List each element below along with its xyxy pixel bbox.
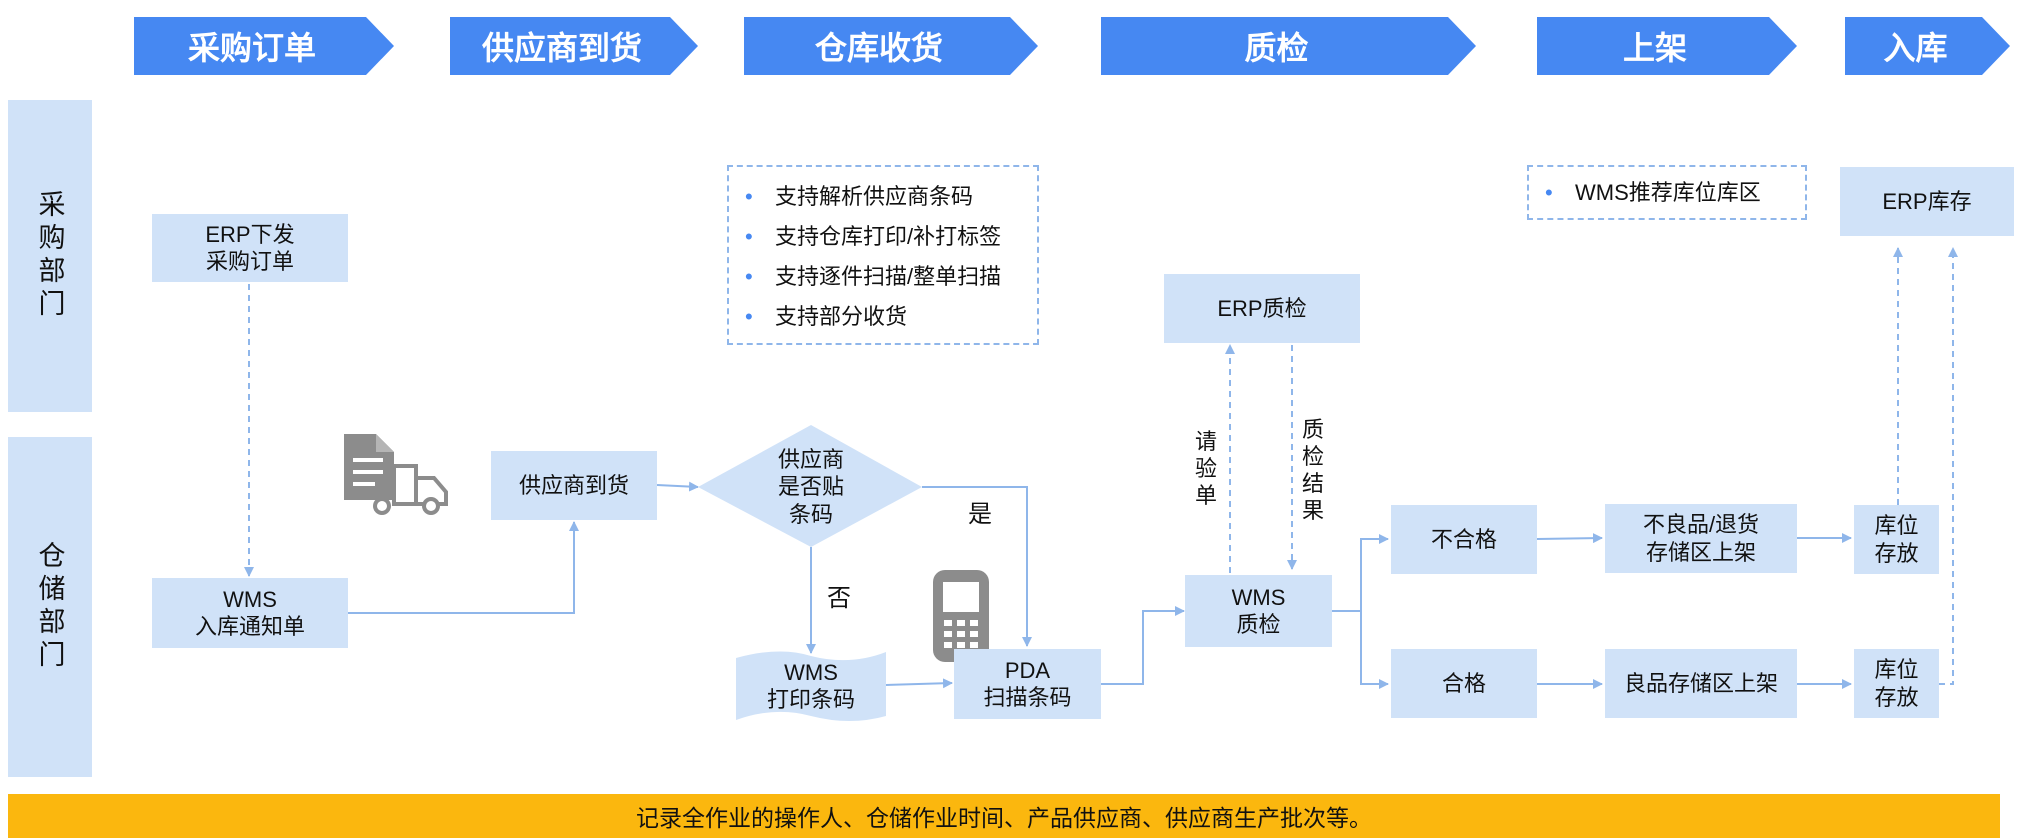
erp-stock-box: ERP库存 <box>1840 167 2014 236</box>
pda-scan-box: PDA 扫描条码 <box>954 649 1101 719</box>
receiving-notes: 支持解析供应商条码 支持仓库打印/补打标签 支持逐件扫描/整单扫描 支持部分收货 <box>727 165 1039 345</box>
shelving-notes: WMS推荐库位库区 <box>1527 165 1807 220</box>
document-truck-icon <box>344 434 448 515</box>
location-store-box-2: 库位 存放 <box>1854 649 1939 718</box>
receiving-note-item: 支持解析供应商条码 <box>729 177 1037 217</box>
mobile-phone-icon <box>933 570 989 662</box>
shelving-note-item: WMS推荐库位库区 <box>1529 173 1805 213</box>
wms-print-box: WMS 打印条码 <box>766 659 855 713</box>
footer-banner: 记录全作业的操作人、仓储作业时间、产品供应商、供应商生产批次等。 <box>8 794 2000 838</box>
erp-qc-box: ERP质检 <box>1164 274 1360 343</box>
yes-label: 是 <box>968 501 992 528</box>
qualified-box: 合格 <box>1391 649 1537 718</box>
receiving-note-item: 支持部分收货 <box>729 297 1037 337</box>
barcode-decision-diamond <box>698 425 922 547</box>
barcode-decision-label: 供应商 是否贴 条码 <box>777 446 844 527</box>
stage-warehousing: 入库 <box>1845 17 2010 75</box>
stage-warehouse-receiving: 仓库收货 <box>744 17 1038 75</box>
wms-qc-box: WMS 质检 <box>1185 575 1332 647</box>
inspection-request-label: 请验单 <box>1194 429 1217 508</box>
lane-warehouse-department: 仓储部门 <box>8 437 92 777</box>
unqualified-box: 不合格 <box>1391 505 1537 574</box>
good-goods-shelving-box: 良品存储区上架 <box>1605 649 1797 718</box>
location-store-box-1: 库位 存放 <box>1854 505 1939 574</box>
receiving-note-item: 支持逐件扫描/整单扫描 <box>729 257 1037 297</box>
lane-purchase-department: 采购部门 <box>8 100 92 412</box>
supplier-arrival-box: 供应商到货 <box>491 451 657 520</box>
wms-notice-box: WMS 入库通知单 <box>152 578 348 648</box>
print-document-shape <box>736 651 886 721</box>
stage-purchase-order: 采购订单 <box>134 17 394 75</box>
stage-quality-check: 质检 <box>1101 17 1476 75</box>
no-label: 否 <box>827 585 851 612</box>
stage-supplier-arrival: 供应商到货 <box>450 17 698 75</box>
bad-goods-shelving-box: 不良品/退货 存储区上架 <box>1605 504 1797 573</box>
qc-result-label: 质检结果 <box>1301 417 1324 523</box>
stage-shelving: 上架 <box>1537 17 1797 75</box>
receiving-note-item: 支持仓库打印/补打标签 <box>729 217 1037 257</box>
erp-order-box: ERP下发 采购订单 <box>152 214 348 282</box>
